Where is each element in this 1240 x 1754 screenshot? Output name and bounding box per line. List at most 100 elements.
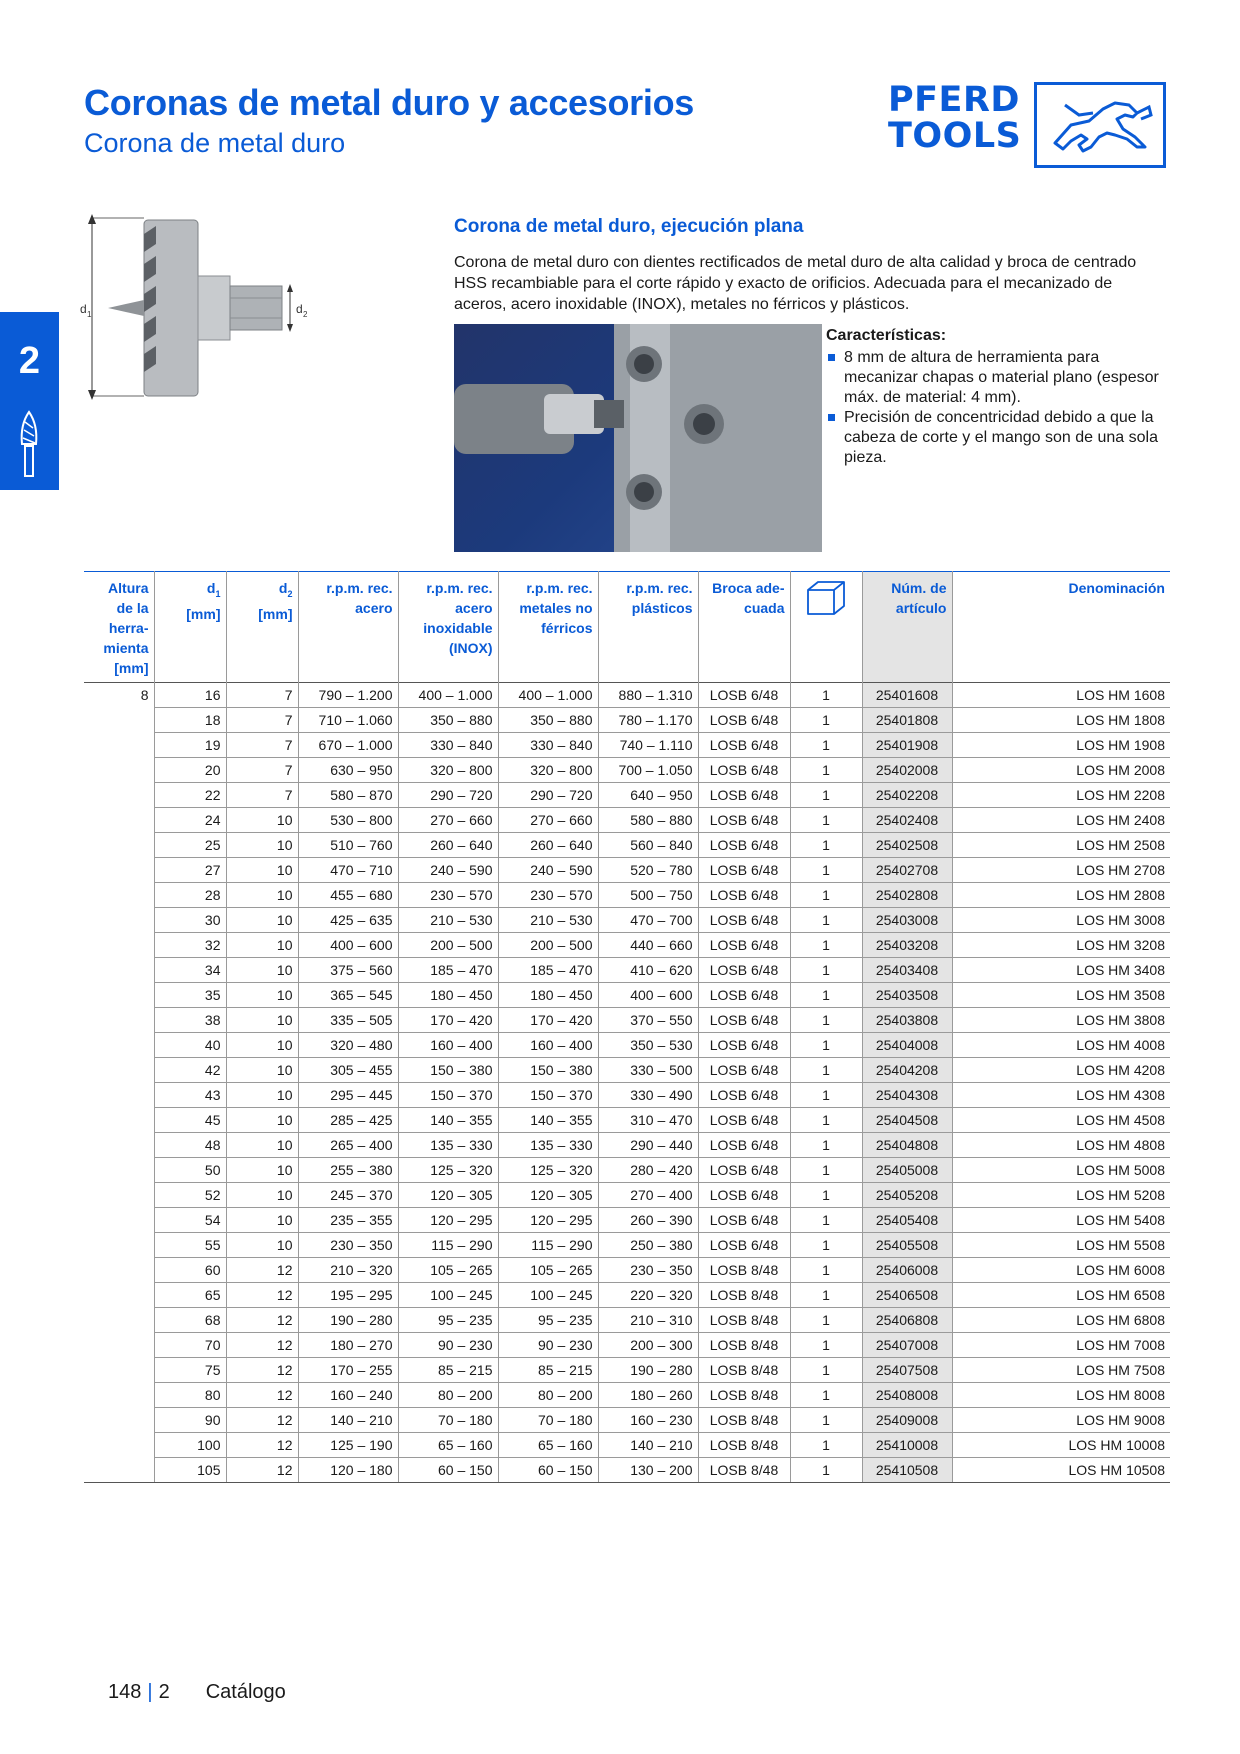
cell-altura [84,1183,154,1208]
cell-rpm-acero: 305 – 455 [297,1057,398,1083]
cell-d1: 25 [153,832,226,858]
cell-d1: 54 [153,1207,226,1233]
cell-pack: 1 [789,1082,862,1108]
cell-articulo: 25402208 [861,782,952,808]
cell-rpm-plasticos: 780 – 1.170 [597,707,698,733]
cell-rpm-metales: 260 – 640 [497,832,598,858]
cell-broca: LOSB 8/48 [697,1332,790,1358]
cell-rpm-inox: 65 – 160 [397,1432,498,1458]
cell-pack: 1 [789,1257,862,1283]
chapter-number: 2 [18,340,41,382]
cell-broca: LOSB 6/48 [697,1182,790,1208]
cell-rpm-plasticos: 880 – 1.310 [597,682,698,708]
cell-rpm-acero: 530 – 800 [297,807,398,833]
header-d2-label: d [278,580,288,596]
cell-altura [84,1208,154,1233]
cell-altura [84,958,154,983]
features-block: Características: 8 mm de altura de herra… [826,326,1170,468]
cell-broca: LOSB 8/48 [697,1357,790,1383]
cell-d2: 10 [225,1182,298,1208]
cell-rpm-acero: 245 – 370 [297,1182,398,1208]
cell-broca: LOSB 6/48 [697,832,790,858]
cell-articulo: 25404308 [861,1082,952,1108]
footer-chapter: 2 [158,1681,170,1703]
cell-rpm-metales: 350 – 880 [497,707,598,733]
cell-rpm-plasticos: 130 – 200 [597,1457,698,1483]
cell-rpm-acero: 790 – 1.200 [297,682,398,708]
logo-line-2: TOOLS [888,116,1022,156]
header-d1-unit: [mm] [186,605,221,622]
cell-altura [84,983,154,1008]
cell-d1: 30 [153,907,226,933]
cell-denominacion: LOS HM 3008 [951,907,1170,933]
horse-logo-icon [1034,82,1166,168]
cell-d1: 18 [153,707,226,733]
cell-rpm-plasticos: 160 – 230 [597,1407,698,1433]
cell-d2: 12 [225,1382,298,1408]
cell-denominacion: LOS HM 5008 [951,1157,1170,1183]
cell-rpm-metales: 135 – 330 [497,1132,598,1158]
cell-rpm-inox: 150 – 370 [397,1082,498,1108]
chapter-tab[interactable]: 2 [0,312,59,490]
cell-d1: 80 [153,1382,226,1408]
cell-denominacion: LOS HM 6008 [951,1257,1170,1283]
cell-d2: 10 [225,957,298,983]
cell-altura [84,1008,154,1033]
cell-d1: 45 [153,1107,226,1133]
cell-d1: 48 [153,1132,226,1158]
specification-table: Altura de la herra- mienta [mm] d1[mm] d… [84,571,1170,1483]
cell-articulo: 25404208 [861,1057,952,1083]
cell-d1: 70 [153,1332,226,1358]
cell-d1: 42 [153,1057,226,1083]
cell-rpm-acero: 170 – 255 [297,1357,398,1383]
cell-d1: 52 [153,1182,226,1208]
cell-articulo: 25402808 [861,882,952,908]
cell-pack: 1 [789,1132,862,1158]
cell-rpm-acero: 320 – 480 [297,1032,398,1058]
cell-articulo: 25403508 [861,982,952,1008]
cell-rpm-acero: 235 – 355 [297,1207,398,1233]
cell-altura [84,883,154,908]
cell-articulo: 25404008 [861,1032,952,1058]
cell-d1: 24 [153,807,226,833]
cell-articulo: 25401808 [861,707,952,733]
cell-rpm-inox: 400 – 1.000 [397,682,498,708]
cell-rpm-inox: 320 – 800 [397,757,498,783]
cell-denominacion: LOS HM 9008 [951,1407,1170,1433]
svg-text:d: d [80,302,87,316]
cell-broca: LOSB 6/48 [697,982,790,1008]
cell-rpm-plasticos: 190 – 280 [597,1357,698,1383]
cell-rpm-inox: 180 – 450 [397,982,498,1008]
cell-denominacion: LOS HM 5508 [951,1232,1170,1258]
cell-d2: 10 [225,1032,298,1058]
cell-altura [84,933,154,958]
cell-pack: 1 [789,1232,862,1258]
cell-d1: 90 [153,1407,226,1433]
cell-altura [84,1233,154,1258]
cell-denominacion: LOS HM 4808 [951,1132,1170,1158]
cell-broca: LOSB 6/48 [697,1232,790,1258]
cell-d2: 12 [225,1332,298,1358]
cell-altura [84,1133,154,1158]
cell-rpm-plasticos: 400 – 600 [597,982,698,1008]
cell-pack: 1 [789,1057,862,1083]
cell-rpm-inox: 185 – 470 [397,957,498,983]
cell-rpm-inox: 135 – 330 [397,1132,498,1158]
cell-d2: 12 [225,1257,298,1283]
cell-rpm-inox: 210 – 530 [397,907,498,933]
cell-denominacion: LOS HM 8008 [951,1382,1170,1408]
cell-altura [84,908,154,933]
